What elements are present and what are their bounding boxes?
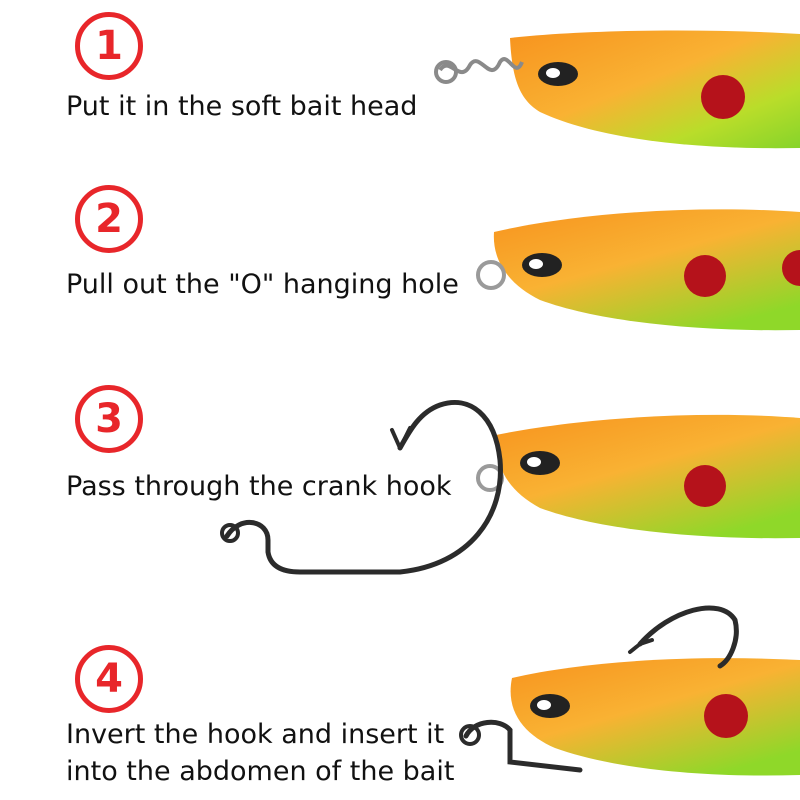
bait-4-spot [704, 694, 748, 738]
bait-4 [459, 605, 800, 776]
o-ring [476, 260, 506, 290]
bait-2 [476, 209, 800, 331]
inverted-hook [463, 719, 583, 773]
step-1-text: Put it in the soft bait head [66, 91, 418, 122]
bait-1-spot [701, 75, 745, 119]
step-2-text: Pull out the "O" hanging hole [66, 269, 459, 300]
step-4-text: Invert the hook and insert it [66, 719, 445, 750]
bait-1 [434, 30, 800, 149]
bait-2-spot-2 [782, 250, 800, 286]
bait-2-spot [684, 255, 726, 297]
step-3-text: Pass through the crank hook [66, 471, 452, 502]
bait-3 [220, 399, 800, 575]
spring-loop [434, 60, 458, 84]
crank-hook [224, 399, 503, 575]
step-4-text-line2: into the abdomen of the bait [66, 756, 455, 787]
step-2-number: 2 [75, 185, 143, 253]
bait-3-spot [684, 465, 726, 507]
step-3-number: 3 [75, 385, 143, 453]
step-4-number: 4 [75, 645, 143, 713]
step-1-number: 1 [75, 12, 143, 80]
